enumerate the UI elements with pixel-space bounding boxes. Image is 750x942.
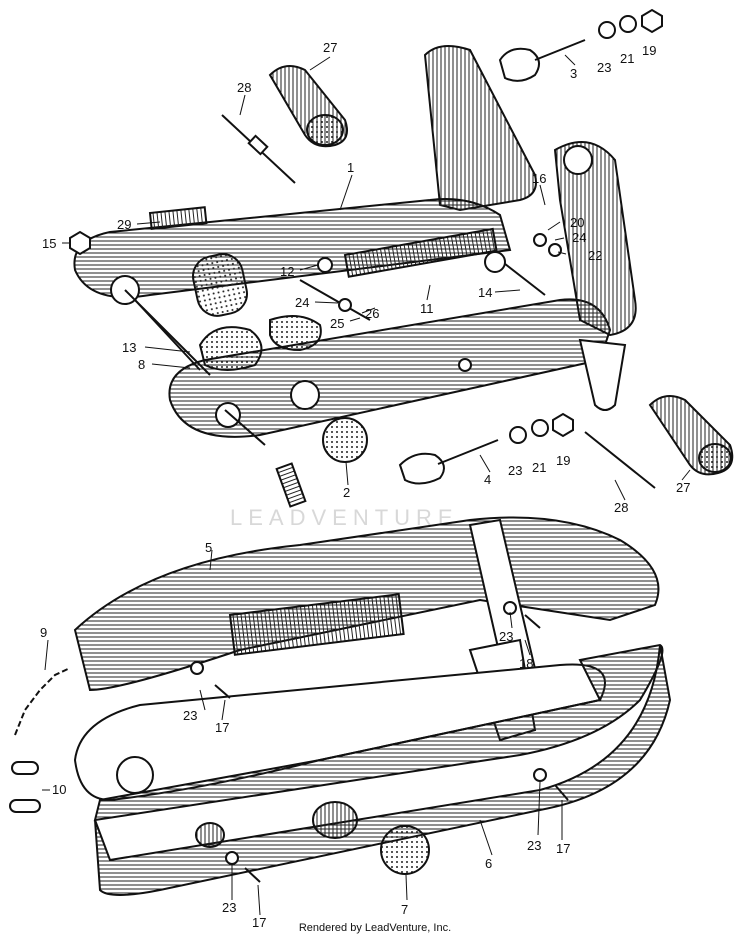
- axle-8: [134, 299, 201, 371]
- washer-21-top: [619, 15, 637, 33]
- screw-17c: [244, 867, 261, 883]
- callout-label: 19: [642, 43, 656, 58]
- callout-label: 14: [478, 285, 492, 300]
- callout-label: 29: [117, 217, 131, 232]
- chain-case-lower-6: [73, 643, 672, 896]
- callout-layer: 27 28 1 29 15 12 24 25 26 11 13 8 14 16 …: [40, 40, 690, 930]
- spring-12: [317, 257, 333, 273]
- tensioner-assembly: [299, 227, 546, 321]
- washer-23c: [533, 768, 547, 782]
- callout-label: 21: [620, 51, 634, 66]
- callout-label: 26: [365, 306, 379, 321]
- footpeg-shaft-28-top: [221, 114, 296, 184]
- callout-label: 23: [527, 838, 541, 853]
- callout-label: 11: [420, 301, 434, 316]
- nut-19-mid: [552, 412, 574, 438]
- cap-2: [322, 417, 368, 463]
- callout-label: 23: [183, 708, 197, 723]
- callout-label: 10: [52, 782, 66, 797]
- washer-23-top: [598, 21, 616, 39]
- nut-19-top: [641, 8, 663, 34]
- chain-9: [14, 667, 71, 736]
- washer-23a: [190, 661, 204, 675]
- footpeg-shaft-28-bottom: [584, 431, 656, 489]
- axle-lower: [224, 409, 266, 446]
- screw-17b: [554, 784, 569, 801]
- callout-label: 16: [532, 171, 546, 186]
- callout-label: 27: [323, 40, 337, 55]
- callout-label: 17: [556, 841, 570, 856]
- callout-label: 27: [676, 480, 690, 495]
- callout-label: 13: [122, 340, 136, 355]
- callout-label: 19: [556, 453, 570, 468]
- callout-label: 28: [237, 80, 251, 95]
- callout-label: 24: [572, 230, 586, 245]
- callout-label: 15: [42, 236, 56, 251]
- callout-label: 23: [597, 60, 611, 75]
- callout-label: 21: [532, 460, 546, 475]
- callout-label: 9: [40, 625, 47, 640]
- callout-label: 28: [614, 500, 628, 515]
- callout-label: 23: [499, 629, 513, 644]
- screw-17a: [214, 684, 231, 699]
- callout-label: 7: [401, 902, 408, 917]
- callout-label: 24: [295, 295, 309, 310]
- washer-24: [338, 298, 352, 312]
- bolt-4: [398, 439, 499, 485]
- footer-credit: Rendered by LeadVenture, Inc.: [298, 922, 452, 934]
- watermark-text: LEADVENTURE: [230, 505, 459, 530]
- footpeg-rubber-27-bottom: [648, 395, 734, 476]
- callout-label: 23: [222, 900, 236, 915]
- callout-label: 5: [205, 540, 212, 555]
- guide-strip-29: [148, 206, 208, 231]
- callout-label: 20: [570, 215, 584, 230]
- bolt-3: [498, 39, 586, 82]
- washer-21-mid: [531, 419, 549, 437]
- washer-24b: [533, 233, 547, 247]
- rubber-blocks: [192, 253, 322, 371]
- callout-label: 4: [484, 472, 491, 487]
- callout-label: 22: [588, 248, 602, 263]
- callout-label: 25: [330, 316, 344, 331]
- callout-label: 17: [252, 915, 266, 930]
- washer-23-mid: [509, 426, 527, 444]
- callout-label: 18: [519, 656, 533, 671]
- cap-7: [380, 825, 430, 875]
- callout-label: 12: [280, 264, 294, 279]
- footpeg-rubber-27-top: [268, 65, 348, 148]
- washer-23d: [225, 851, 239, 865]
- callout-label: 6: [485, 856, 492, 871]
- callout-label: 3: [570, 66, 577, 81]
- callout-label: 17: [215, 720, 229, 735]
- callout-label: 8: [138, 357, 145, 372]
- swing-arm-frame: [73, 45, 637, 438]
- washer-22: [548, 243, 562, 257]
- callout-label: 23: [508, 463, 522, 478]
- callout-label: 1: [347, 160, 354, 175]
- callout-label: 2: [343, 485, 350, 500]
- master-link-10: [9, 761, 41, 813]
- nut-15: [69, 230, 91, 256]
- bolt-2: [275, 462, 307, 508]
- screw-bracket: [524, 614, 541, 629]
